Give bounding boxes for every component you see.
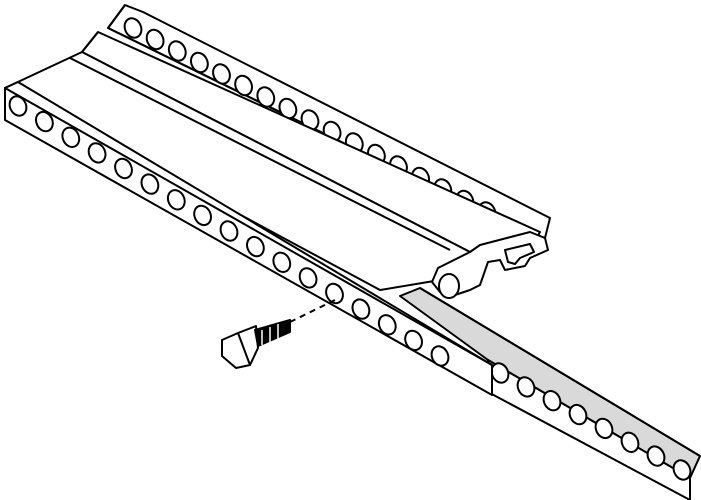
rail-channel — [4, 31, 549, 299]
front-flange-hole — [114, 157, 133, 180]
back-flange-hole — [278, 97, 298, 120]
back-flange-hole — [145, 28, 165, 51]
back-flange-hole — [190, 51, 209, 74]
slide-hole — [672, 459, 692, 481]
slide-hole — [620, 431, 640, 453]
front-flange-hole — [166, 189, 186, 211]
front-flange-hole — [87, 142, 107, 164]
front-flange-hole — [377, 314, 397, 336]
back-flange-hole — [234, 74, 253, 97]
slide-hole — [646, 445, 666, 467]
front-flange-hole — [140, 173, 160, 195]
front-flange-hole — [430, 345, 450, 367]
back-flange-hole — [123, 17, 143, 39]
front-flange-hole — [8, 95, 28, 117]
back-flange-hole — [212, 63, 231, 85]
front-flange-hole — [246, 235, 265, 258]
front-flange-hole — [325, 282, 344, 305]
back-flange-hole — [256, 86, 276, 108]
slide-hole — [542, 390, 562, 412]
front-flange-hole — [35, 110, 54, 133]
front-flange-holes — [8, 95, 450, 367]
slide-hole — [516, 376, 536, 398]
front-flange-hole — [219, 220, 239, 242]
slide-hole — [568, 403, 588, 426]
back-flange-hole — [167, 40, 187, 62]
screw-icon — [221, 299, 336, 369]
front-flange-hole — [272, 251, 292, 273]
front-flange-hole — [61, 126, 81, 148]
slide-holes — [490, 362, 692, 481]
front-flange-hole — [404, 329, 423, 352]
insertion-path-dashed-line — [289, 299, 336, 323]
front-flange-hole — [351, 298, 371, 320]
front-flange-hole — [298, 267, 318, 289]
slide-hole — [594, 417, 614, 440]
front-flange-hole — [193, 204, 212, 227]
